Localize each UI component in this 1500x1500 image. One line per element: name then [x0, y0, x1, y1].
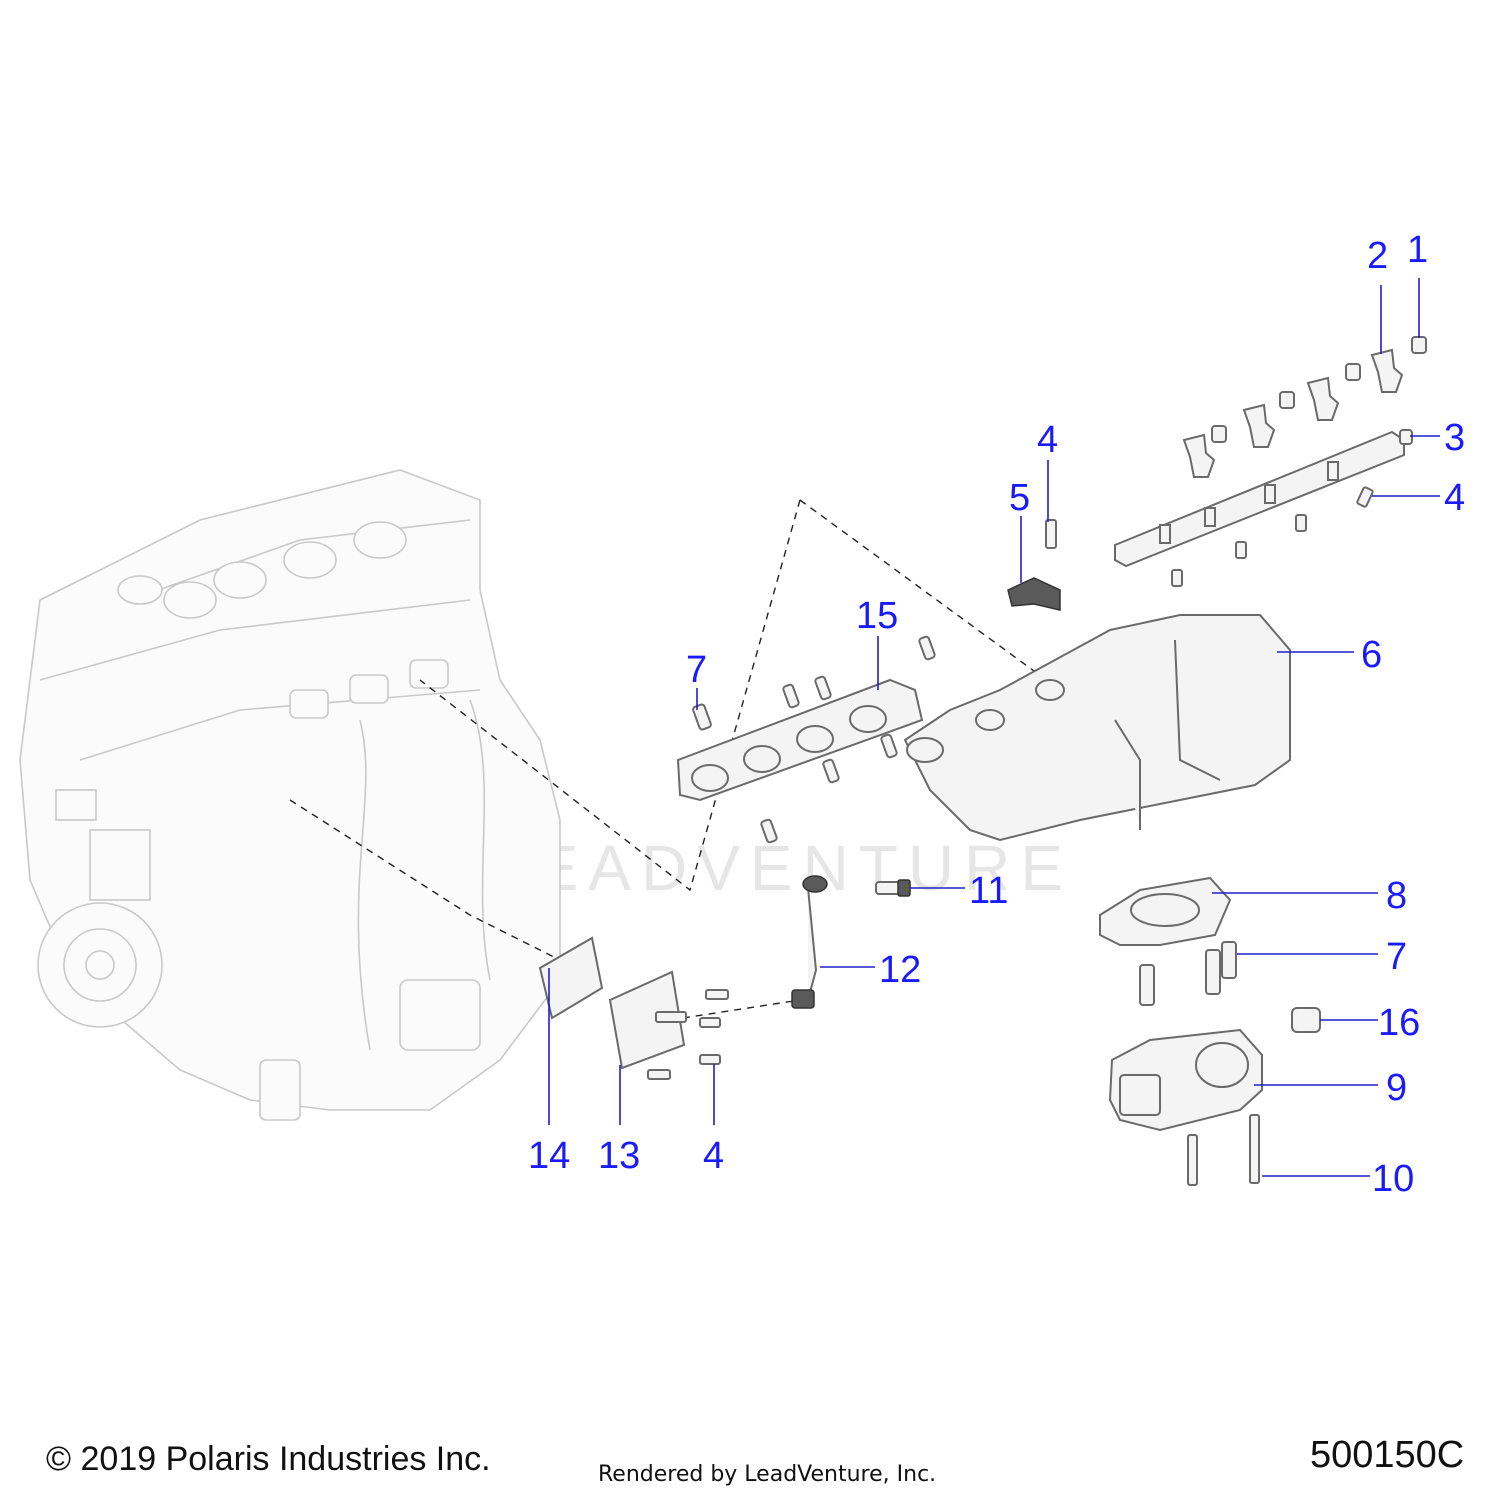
throttle-long-bolts	[1187, 1114, 1260, 1186]
callout-6: 6	[1361, 634, 1382, 676]
engine-block	[19, 469, 561, 1121]
oil-cooler	[608, 970, 687, 1070]
hose-fitting	[875, 879, 911, 897]
callout-13: 13	[598, 1135, 640, 1177]
callout-3: 3	[1444, 417, 1465, 459]
manifold-bolts	[692, 635, 936, 844]
callout-2: 2	[1367, 235, 1388, 277]
callout-4-right: 4	[1444, 477, 1465, 519]
dash-line-manifold	[799, 499, 1061, 691]
throttle-body	[1108, 1028, 1263, 1132]
rail-bolts	[1045, 486, 1374, 587]
throttle-adapter	[1099, 876, 1232, 946]
dash-line-manifold-lower	[419, 499, 801, 892]
callout-16: 16	[1378, 1002, 1420, 1044]
intake-manifold	[903, 614, 1291, 842]
leader-lines	[548, 278, 1440, 1177]
callout-7-right: 7	[1386, 936, 1407, 978]
callout-numbers: 1 2 3 4 4 5 6 7 15 11 8 7 12 16 9 10 14 …	[528, 229, 1465, 1200]
copyright-text: © 2019 Polaris Industries Inc.	[46, 1440, 491, 1478]
adapter-bolts	[1139, 941, 1237, 1006]
callout-14: 14	[528, 1135, 570, 1177]
dash-line-cooler	[289, 799, 561, 961]
watermark-text: LEADVENTURE	[490, 832, 1073, 904]
callout-15: 15	[856, 595, 898, 637]
diagram-code: 500150C	[1310, 1434, 1465, 1476]
callout-11: 11	[969, 870, 1008, 912]
rendered-by-text: Rendered by LeadVenture, Inc.	[598, 1462, 937, 1487]
manifold-gasket	[676, 678, 924, 802]
callout-4-bottom: 4	[703, 1135, 724, 1177]
callout-7-left: 7	[686, 649, 707, 691]
callout-8: 8	[1386, 875, 1407, 917]
callout-10: 10	[1372, 1158, 1414, 1200]
coolant-pipe	[791, 875, 828, 1009]
dash-line-pipe	[669, 999, 801, 1021]
callout-5: 5	[1009, 477, 1030, 519]
callout-9: 9	[1386, 1067, 1407, 1109]
cooler-bolts	[647, 989, 729, 1080]
fuel-rail	[1114, 429, 1413, 568]
fuel-injector	[1182, 348, 1404, 478]
callout-4-top: 4	[1037, 419, 1058, 461]
map-sensor	[1007, 577, 1061, 611]
callout-12: 12	[879, 949, 921, 991]
callout-1: 1	[1407, 229, 1428, 271]
throttle-sensor	[1291, 1007, 1321, 1033]
cooler-gasket	[538, 936, 604, 1020]
